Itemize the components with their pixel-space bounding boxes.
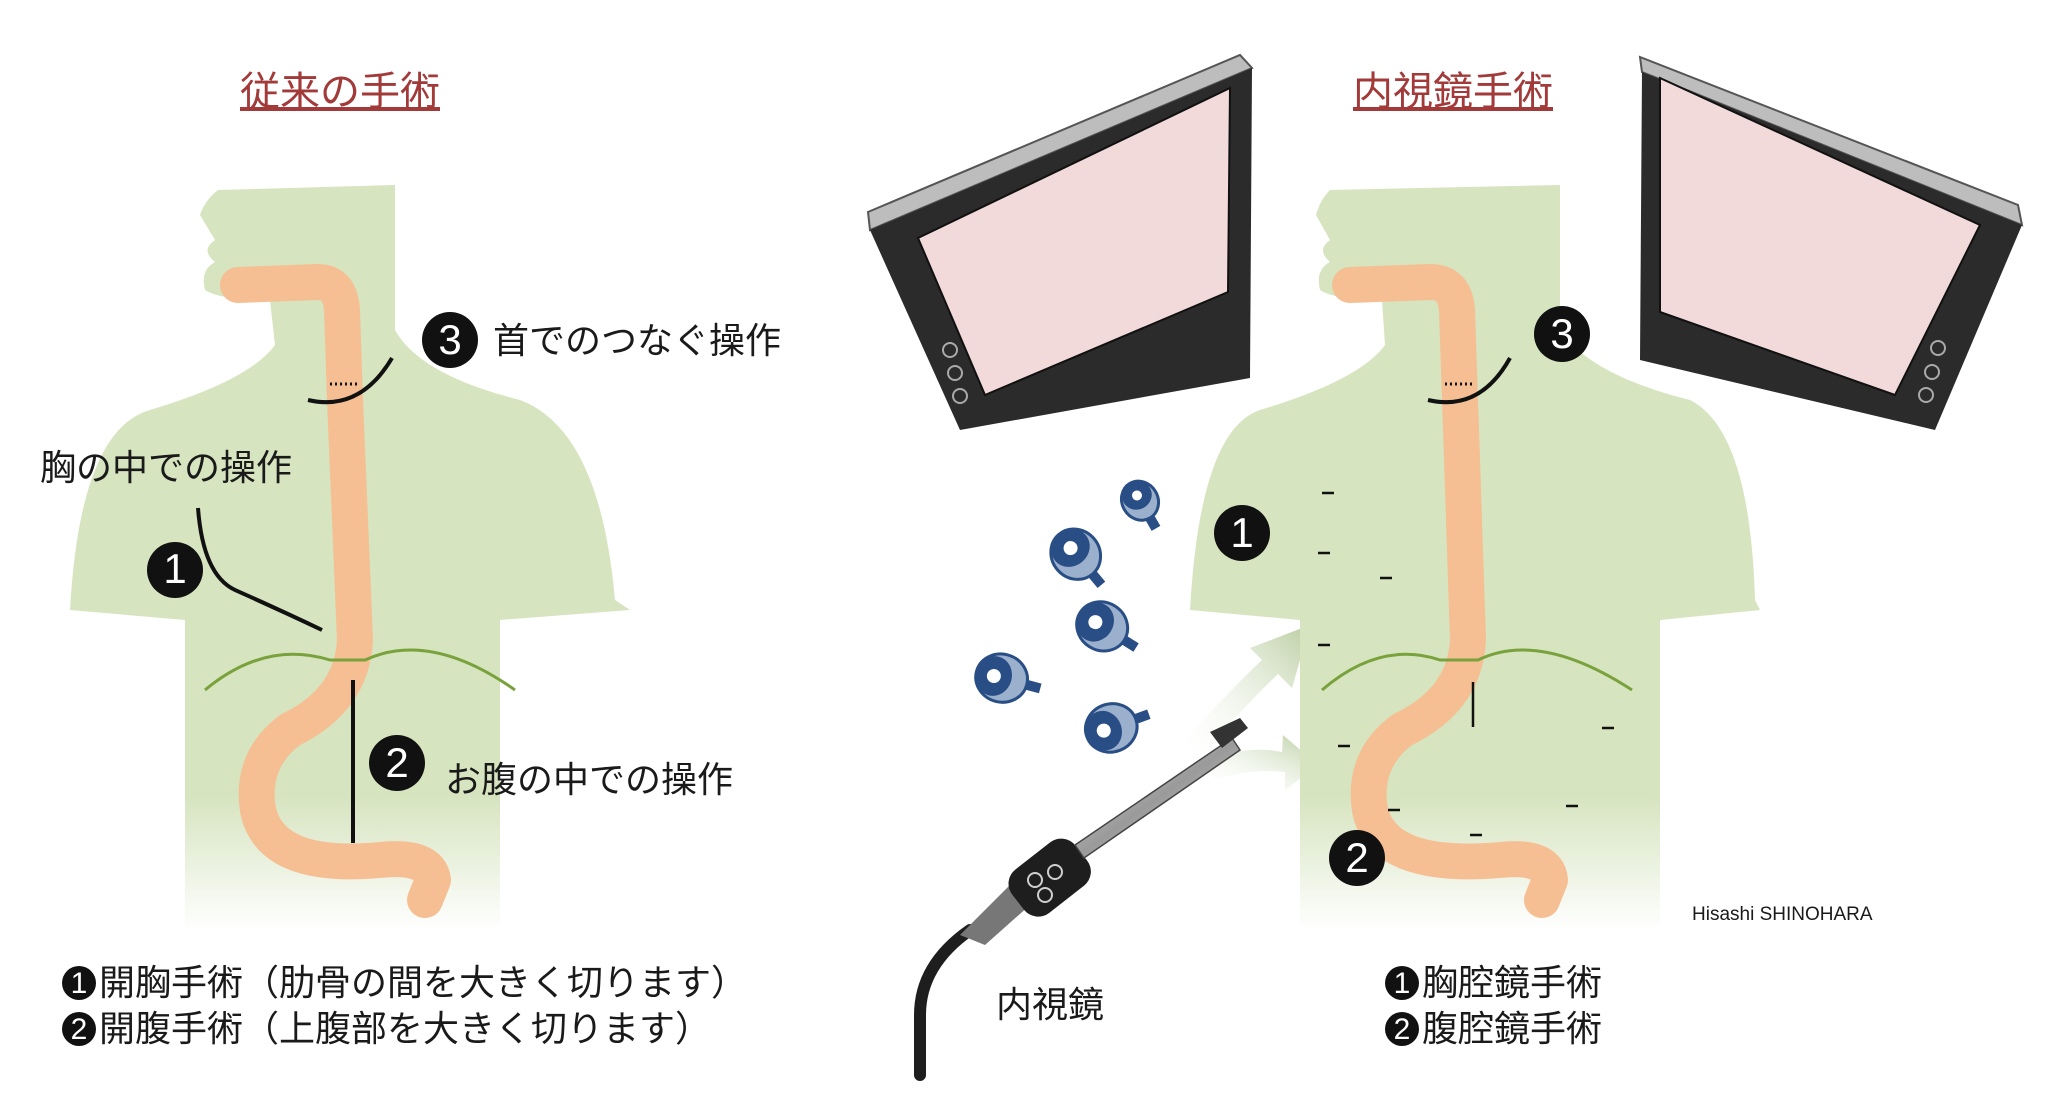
endoscope-label: 内視鏡 [996, 985, 1104, 1026]
arrow-to-abdomen [1200, 735, 1318, 790]
trocar-3 [1075, 600, 1139, 653]
label-chest-operation: 胸の中での操作 [40, 448, 292, 489]
svg-text:3: 3 [1550, 310, 1573, 357]
left-badge-1: 1 [147, 542, 203, 598]
svg-text:開胸手術（肋骨の間を大きく切ります）: 開胸手術（肋骨の間を大きく切ります） [99, 963, 747, 1004]
svg-text:1: 1 [1230, 509, 1253, 556]
svg-text:3: 3 [438, 316, 461, 363]
right-diaphragm [1321, 648, 1633, 692]
right-title: 内視鏡手術 [1353, 69, 1553, 115]
left-title: 従来の手術 [240, 69, 440, 115]
right-neck-incision [1427, 357, 1512, 405]
right-note-1: 1 胸腔鏡手術 [1385, 963, 1602, 1004]
trocar-1 [1119, 479, 1161, 531]
svg-text:2: 2 [1394, 1013, 1411, 1046]
trocar-4 [974, 652, 1042, 704]
svg-text:2: 2 [385, 739, 408, 786]
left-badge-3: 3 [422, 312, 478, 368]
svg-text:1: 1 [71, 967, 88, 1000]
left-badge-2: 2 [369, 735, 425, 791]
left-monitor [866, 53, 1254, 430]
svg-text:胸腔鏡手術: 胸腔鏡手術 [1422, 963, 1602, 1004]
trocar-5 [1084, 702, 1151, 754]
left-note-2: 2 開腹手術（上腹部を大きく切ります） [62, 1009, 711, 1050]
left-note-1: 1 開胸手術（肋骨の間を大きく切ります） [62, 963, 747, 1004]
svg-text:開腹手術（上腹部を大きく切ります）: 開腹手術（上腹部を大きく切ります） [99, 1009, 711, 1050]
svg-text:1: 1 [1394, 967, 1411, 1000]
right-esophagus [1332, 264, 1568, 918]
left-esophagus [220, 264, 451, 918]
left-diaphragm [204, 648, 516, 692]
svg-text:腹腔鏡手術: 腹腔鏡手術 [1422, 1009, 1602, 1050]
trocar-group [974, 479, 1161, 754]
trocar-2 [1049, 527, 1106, 589]
right-badge-1: 1 [1214, 505, 1270, 561]
left-panel: 従来の手術 1 2 3 首でのつなぐ操作 胸の中での操作 お腹の中での操作 [40, 69, 781, 1050]
right-badge-2: 2 [1329, 830, 1385, 886]
right-note-2: 2 腹腔鏡手術 [1385, 1009, 1602, 1050]
credit-text: Hisashi SHINOHARA [1692, 904, 1873, 925]
svg-text:2: 2 [71, 1013, 88, 1046]
left-neck-incision [307, 356, 394, 405]
label-neck-operation: 首でのつなぐ操作 [493, 321, 781, 362]
left-chest-incision [196, 507, 323, 632]
right-badge-3: 3 [1534, 306, 1590, 362]
svg-text:2: 2 [1345, 834, 1368, 881]
endoscope: 内視鏡 [914, 718, 1248, 1081]
right-monitor [1638, 55, 2024, 430]
right-panel: 内視鏡手術 1 2 3 His [1190, 69, 1873, 1050]
arrow-to-chest [1180, 625, 1310, 760]
label-abdomen-operation: お腹の中での操作 [445, 760, 733, 801]
svg-text:1: 1 [163, 545, 186, 592]
port-marks [1318, 491, 1614, 837]
